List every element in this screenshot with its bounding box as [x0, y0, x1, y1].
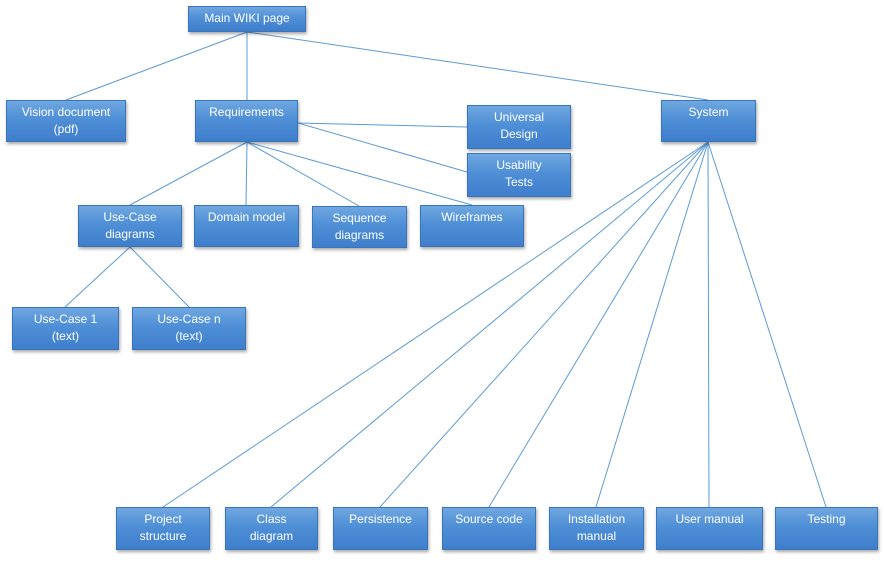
- node-sequence-diagrams[interactable]: Sequence diagrams: [312, 206, 407, 248]
- node-requirements[interactable]: Requirements: [195, 100, 298, 142]
- connector-usecase_diagrams-to-usecasen: [129, 246, 190, 308]
- connector-system-to-class_diagram: [270, 141, 709, 508]
- connector-system-to-testing: [707, 141, 827, 508]
- node-wireframes[interactable]: Wireframes: [420, 205, 524, 247]
- node-persistence[interactable]: Persistence: [333, 507, 428, 550]
- node-use-case-diagrams[interactable]: Use-Case diagrams: [78, 205, 182, 247]
- node-source-code[interactable]: Source code: [442, 507, 536, 550]
- connector-main-to-vision: [65, 31, 248, 101]
- node-usability-tests[interactable]: Usability Tests: [467, 153, 571, 197]
- node-project-structure[interactable]: Project structure: [116, 507, 210, 550]
- node-installation-manual[interactable]: Installation manual: [549, 507, 644, 550]
- node-vision-document[interactable]: Vision document (pdf): [6, 100, 126, 142]
- connector-requirements-to-domain: [245, 141, 248, 206]
- connector-system-to-installation: [595, 141, 709, 508]
- connector-requirements-to-universal: [297, 122, 468, 128]
- connector-usecase_diagrams-to-usecase1: [64, 246, 131, 308]
- node-class-diagram[interactable]: Class diagram: [225, 507, 318, 550]
- node-testing[interactable]: Testing: [775, 507, 878, 550]
- connector-main-to-system: [246, 31, 709, 101]
- node-use-case-n[interactable]: Use-Case n (text): [132, 307, 246, 350]
- connector-requirements-to-usecase_diagrams: [129, 141, 248, 206]
- connector-system-to-source_code: [488, 141, 709, 508]
- connector-requirements-to-sequence: [246, 141, 360, 207]
- node-use-case-1[interactable]: Use-Case 1 (text): [12, 307, 119, 350]
- connector-requirements-to-usability: [297, 122, 468, 173]
- node-main-wiki-page[interactable]: Main WIKI page: [188, 6, 306, 32]
- connector-system-to-persistence: [379, 141, 709, 508]
- node-user-manual[interactable]: User manual: [656, 507, 763, 550]
- node-system[interactable]: System: [661, 100, 756, 142]
- connector-system-to-user_manual: [707, 141, 710, 508]
- node-domain-model[interactable]: Domain model: [194, 205, 299, 247]
- node-universal-design[interactable]: Universal Design: [467, 105, 571, 149]
- connector-system-to-project_structure: [162, 141, 709, 508]
- connector-requirements-to-wireframes: [246, 141, 473, 206]
